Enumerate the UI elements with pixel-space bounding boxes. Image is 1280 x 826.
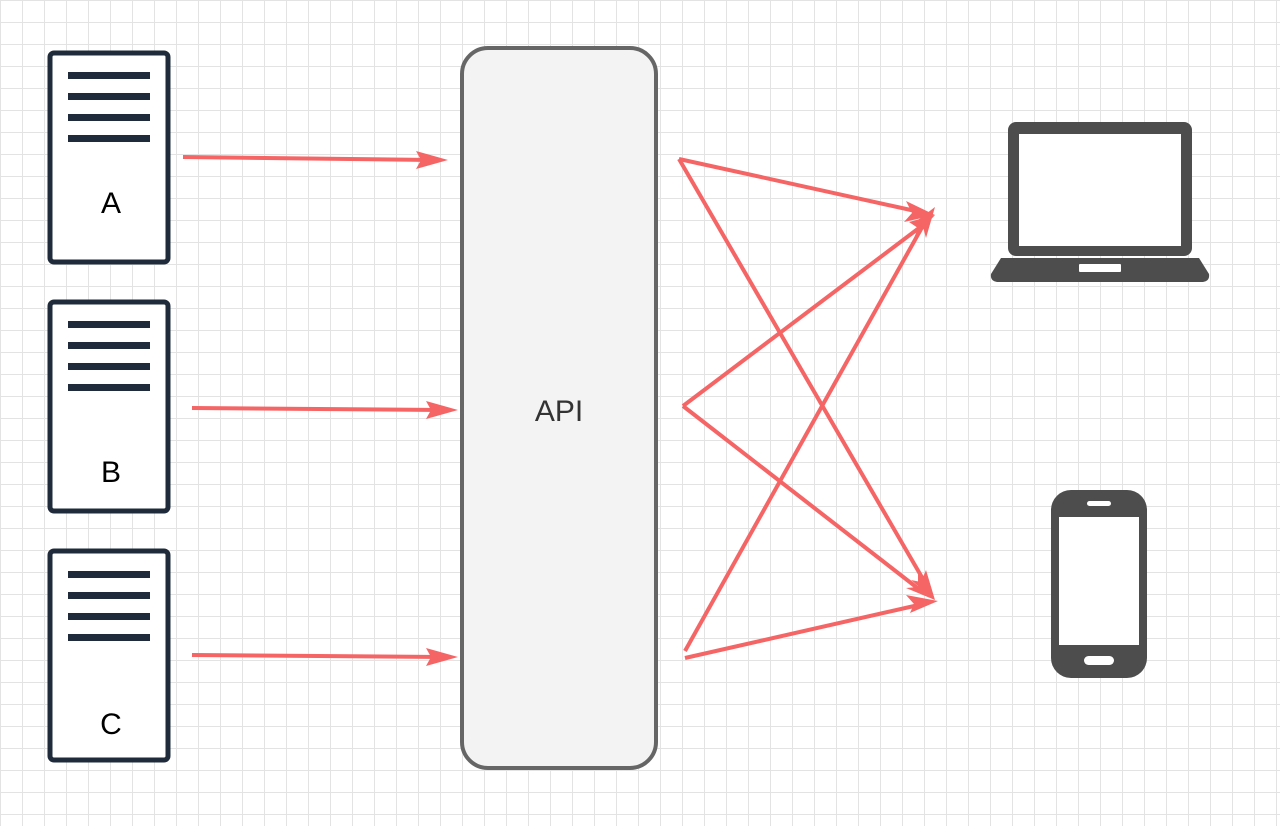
server-b-label: B [101,456,121,489]
server-c-label: C [100,708,122,741]
server-a-line-2 [68,93,150,100]
arrow-b-to-api [191,401,458,419]
arrow-a-to-api [182,151,448,169]
server-a-body [47,50,171,265]
api-box [460,46,658,770]
arrow-a-head [416,151,448,169]
api-label: API [535,395,583,428]
server-c-line-2 [68,592,150,599]
arrow-b-line [191,406,443,412]
arrow-c-head [426,648,458,666]
arrow-c-to-api [191,648,458,666]
server-c-line-4 [68,634,150,641]
server-a-line-3 [68,114,150,121]
laptop-trackpad [1079,264,1121,272]
arrow-top-to-phone [677,157,929,588]
arrow-a-line [182,155,433,162]
server-b-line-4 [68,384,150,391]
server-b-line-1 [68,321,150,328]
arrow-mid-to-laptop [681,223,925,408]
arrowhead-bottom-to-laptop [914,207,935,238]
server-a-line-1 [68,72,150,79]
server-c[interactable]: C [47,548,171,763]
arrowhead-bottom-to-phone [906,595,938,613]
server-a-line-4 [68,135,150,142]
server-b-line-3 [68,363,150,370]
arrow-b-head [426,401,458,419]
api-block[interactable]: API [460,46,658,770]
arrowhead-mid-to-phone [906,574,935,600]
arrow-bottom-to-phone [684,602,924,660]
laptop-icon[interactable] [990,122,1210,282]
arrow-top-to-laptop [678,157,921,214]
server-c-line-3 [68,613,150,620]
arrows-api-to-clients [677,157,929,660]
server-b-body [47,299,171,514]
server-c-line-1 [68,571,150,578]
arrow-mid-to-phone [681,404,922,592]
arrow-bottom-to-laptop [683,221,927,652]
arrow-c-line [191,653,443,659]
smartphone-icon[interactable] [1051,490,1147,678]
phone-screen [1059,517,1139,645]
phone-home-button [1084,656,1114,665]
server-b-line-2 [68,342,150,349]
server-a-label: A [101,187,121,220]
server-a[interactable]: A [47,50,171,265]
laptop-arrowheads [904,201,935,238]
laptop-screen [1019,134,1181,246]
phone-arrowheads [906,570,938,613]
server-c-body [47,548,171,763]
phone-speaker [1087,501,1111,506]
server-b[interactable]: B [47,299,171,514]
